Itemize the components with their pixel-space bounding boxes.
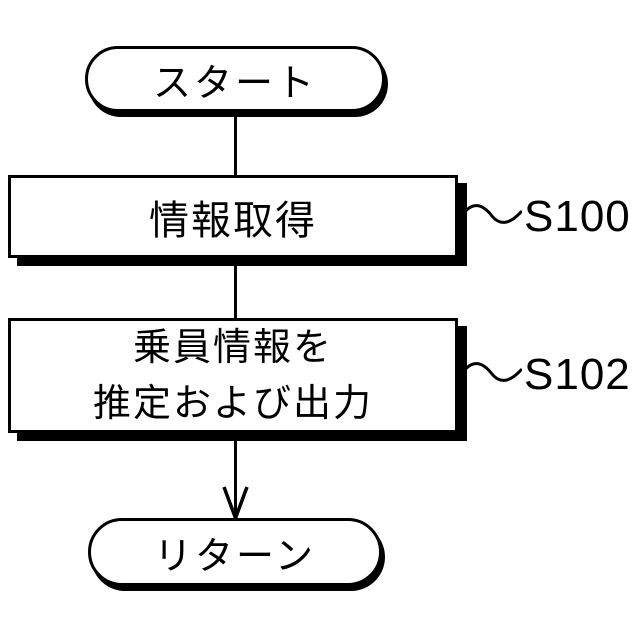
arrow-down-icon: [222, 437, 249, 519]
return-node-label: リターン: [153, 535, 317, 578]
start-node-label: スタート: [152, 62, 317, 105]
connector-info-to-estimate: [234, 256, 237, 320]
start-terminal-node: スタート: [85, 46, 385, 112]
estimate-node-label: 乗員情報を 推定および出力: [93, 320, 373, 432]
connector-start-to-info: [234, 110, 237, 177]
info-node-label: 情報取得: [149, 198, 317, 243]
tilde-connector-icon: [462, 204, 522, 224]
step-label-s102: S102: [462, 350, 631, 400]
estimate-node-label-line2: 推定および出力: [92, 382, 373, 425]
step-label-s100: S100: [462, 192, 631, 242]
return-terminal-node: リターン: [88, 518, 382, 586]
process-node-estimate-output: 乗員情報を 推定および出力: [8, 318, 458, 433]
step-number-text: S100: [524, 192, 631, 241]
estimate-node-label-line1: 乗員情報を: [132, 326, 333, 369]
process-node-info-acquisition: 情報取得: [8, 175, 458, 258]
step-number-text: S102: [524, 350, 631, 399]
tilde-connector-icon: [462, 362, 522, 382]
